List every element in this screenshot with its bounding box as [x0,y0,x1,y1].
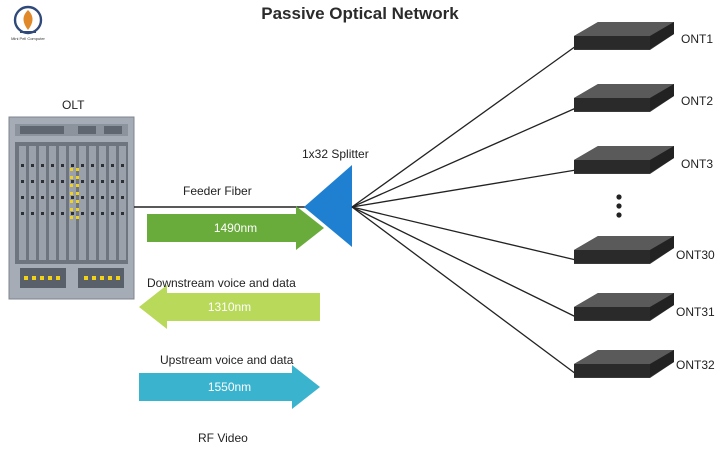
ont-label: ONT31 [676,305,715,319]
ont-device [574,22,674,50]
wavelength-arrow: 1550nm [139,365,320,409]
olt-slot [89,146,96,260]
ont-label: ONT2 [681,94,714,108]
fiber-line [351,45,577,208]
ellipsis-dots [616,194,622,218]
olt-led [70,192,73,195]
olt-port-led [40,276,44,280]
olt-slot [39,146,46,260]
olt-slot [29,146,36,260]
wavelength-label: 1550nm [208,380,251,394]
olt-slot [99,146,106,260]
ont-device [574,350,674,378]
ont-label: ONT3 [681,157,714,171]
olt-slot [59,146,66,260]
ont-device [574,293,674,321]
olt-chassis [8,116,135,300]
olt-port-led [108,276,112,280]
olt-led [76,168,79,171]
feeder-fiber-label: Feeder Fiber [183,184,252,198]
wavelength-arrow: 1490nm [147,206,324,250]
ont-device [574,146,674,174]
olt-slot [19,146,26,260]
olt-port-led [92,276,96,280]
ont-label: ONT30 [676,248,715,262]
olt-port-led [48,276,52,280]
olt-port-led [24,276,28,280]
arrow-1550-caption: RF Video [198,431,248,445]
olt-port-led [84,276,88,280]
olt-port-led [100,276,104,280]
olt-led [76,208,79,211]
arrow-1490-caption: Downstream voice and data [147,276,296,290]
olt-port-led [56,276,60,280]
olt-label: OLT [62,98,85,112]
ont-device [574,236,674,264]
splitter-label: 1x32 Splitter [302,147,369,161]
olt-slot [119,146,126,260]
olt-led [70,200,73,203]
fiber-line [351,107,577,208]
olt-port-led [32,276,36,280]
olt-led [70,208,73,211]
splitter-fibers [351,45,577,375]
ont-device [574,84,674,112]
fiber-line [351,206,577,375]
olt-port-led [116,276,120,280]
splitter-shape [304,165,352,247]
ont-label: ONT32 [676,358,715,372]
diagram-title: Passive Optical Network [261,4,459,23]
logo-icon [8,4,48,48]
ont-label: ONT1 [681,32,714,46]
ont-devices [574,22,674,378]
olt-led [70,216,73,219]
olt-led [70,168,73,171]
olt-led [76,192,79,195]
olt-led [76,176,79,179]
olt-led [76,216,79,219]
olt-slot [79,146,86,260]
olt-slot [49,146,56,260]
olt-led [76,184,79,187]
olt-led [70,184,73,187]
olt-led [70,176,73,179]
arrow-1310-caption: Upstream voice and data [160,353,294,367]
wavelength-label: 1310nm [208,300,251,314]
fiber-line [351,206,577,261]
fiber-line [351,169,577,208]
fiber-line [351,206,577,318]
wavelength-arrows: 1490nm 1310nm 1550nm [139,206,324,409]
wavelength-label: 1490nm [214,221,257,235]
wavelength-arrow: 1310nm [139,285,320,329]
olt-slot [109,146,116,260]
olt-led [76,200,79,203]
logo-text: Mini Pell Computer [11,36,45,41]
